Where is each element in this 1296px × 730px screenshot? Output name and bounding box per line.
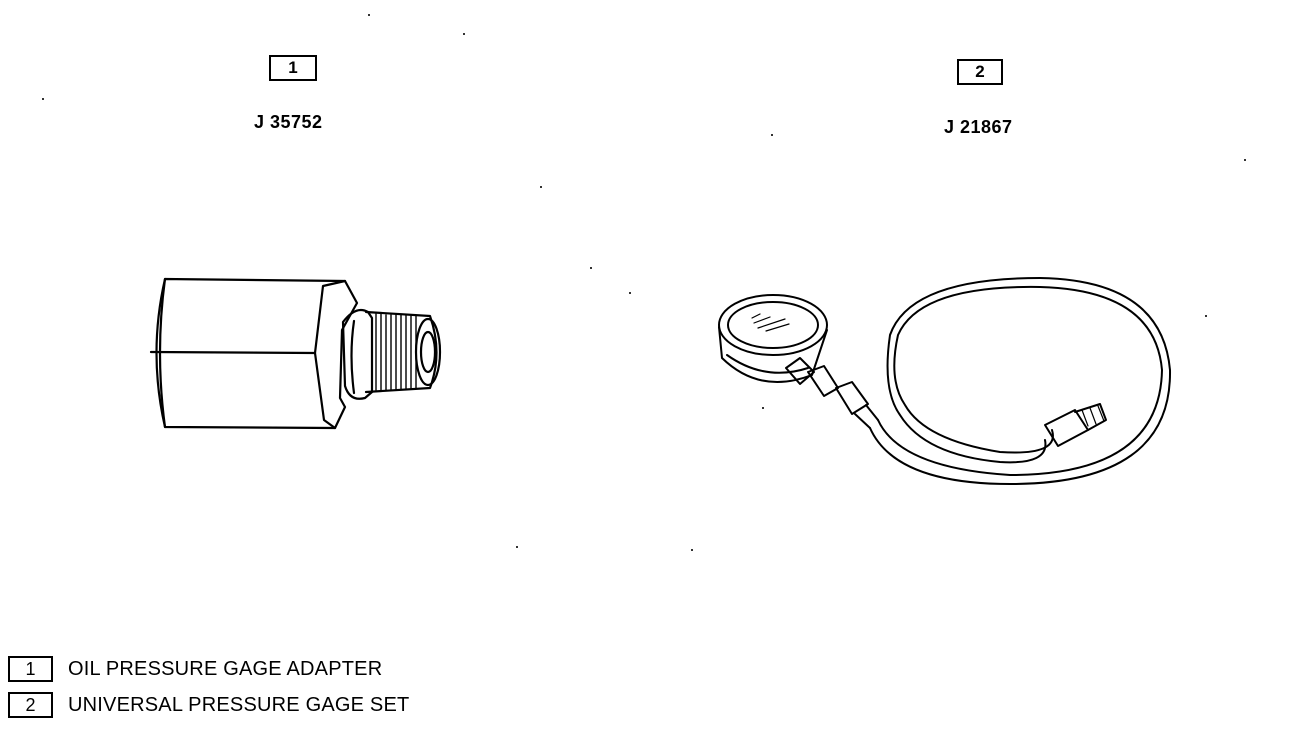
scan-speck bbox=[762, 407, 764, 409]
tool-1-number-box: 1 bbox=[269, 55, 317, 81]
legend-number-box: 2 bbox=[8, 692, 53, 718]
scan-speck bbox=[691, 549, 693, 551]
oil-pressure-gage-adapter-drawing bbox=[149, 277, 442, 430]
scan-speck bbox=[629, 292, 631, 294]
scan-speck bbox=[1205, 315, 1207, 317]
scan-speck bbox=[516, 546, 518, 548]
legend-label: OIL PRESSURE GAGE ADAPTER bbox=[68, 657, 383, 680]
scan-speck bbox=[368, 14, 370, 16]
legend-label: UNIVERSAL PRESSURE GAGE SET bbox=[68, 693, 410, 716]
tool-1-part-number: J 35752 bbox=[254, 112, 323, 132]
scan-speck bbox=[1244, 159, 1246, 161]
scan-speck bbox=[590, 267, 592, 269]
scan-speck bbox=[42, 98, 44, 100]
tool-2-number-box: 2 bbox=[957, 59, 1003, 85]
legend-row-2: 2 UNIVERSAL PRESSURE GAGE SET bbox=[8, 692, 409, 718]
scan-speck bbox=[463, 33, 465, 35]
scan-speck bbox=[771, 134, 773, 136]
legend-number-box: 1 bbox=[8, 656, 53, 682]
universal-pressure-gage-set-drawing bbox=[718, 277, 1172, 485]
legend-row-1: 1 OIL PRESSURE GAGE ADAPTER bbox=[8, 656, 382, 682]
scan-speck bbox=[540, 186, 542, 188]
tool-2-part-number: J 21867 bbox=[944, 117, 1013, 137]
